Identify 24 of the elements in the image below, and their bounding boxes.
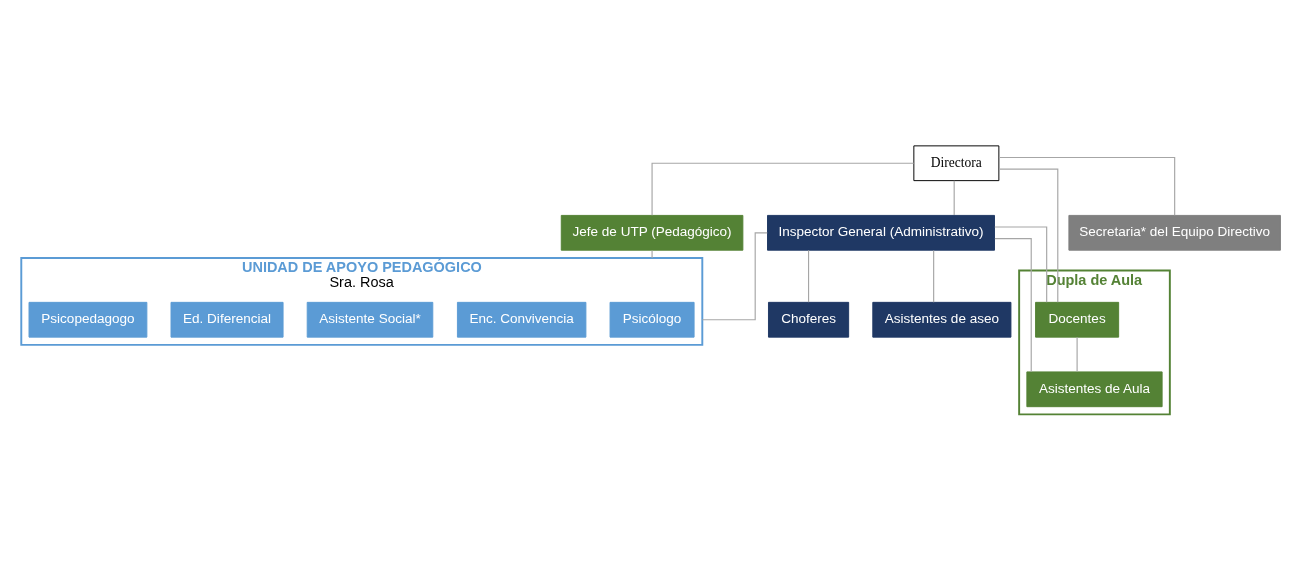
connector xyxy=(998,156,1176,216)
node-box: Directora xyxy=(913,144,1000,181)
node-box: Asistentes de aseo xyxy=(872,301,1012,338)
connector xyxy=(994,237,1032,372)
node-box: Psicólogo xyxy=(609,301,695,338)
node-box: Choferes xyxy=(768,301,850,338)
node-box: Enc. Convivencia xyxy=(456,301,587,338)
connector xyxy=(994,225,1048,303)
connector xyxy=(651,162,915,216)
node-box: Jefe de UTP (Pedagógico) xyxy=(560,214,744,251)
connector xyxy=(953,179,955,216)
connector xyxy=(1076,336,1078,372)
node-box: Inspector General (Administrativo) xyxy=(767,214,995,251)
connector xyxy=(651,249,653,258)
node-box: Secretaria* del Equipo Directivo xyxy=(1068,214,1281,251)
node-box: Asistentes de Aula xyxy=(1026,370,1163,407)
node-box: Psicopedagogo xyxy=(28,301,148,338)
node-box: Ed. Diferencial xyxy=(170,301,284,338)
connector xyxy=(998,167,1059,303)
node-box: Asistente Social* xyxy=(306,301,434,338)
connector xyxy=(701,231,768,320)
connector xyxy=(933,249,935,303)
connector xyxy=(807,249,810,303)
node-box: Docentes xyxy=(1035,301,1120,338)
